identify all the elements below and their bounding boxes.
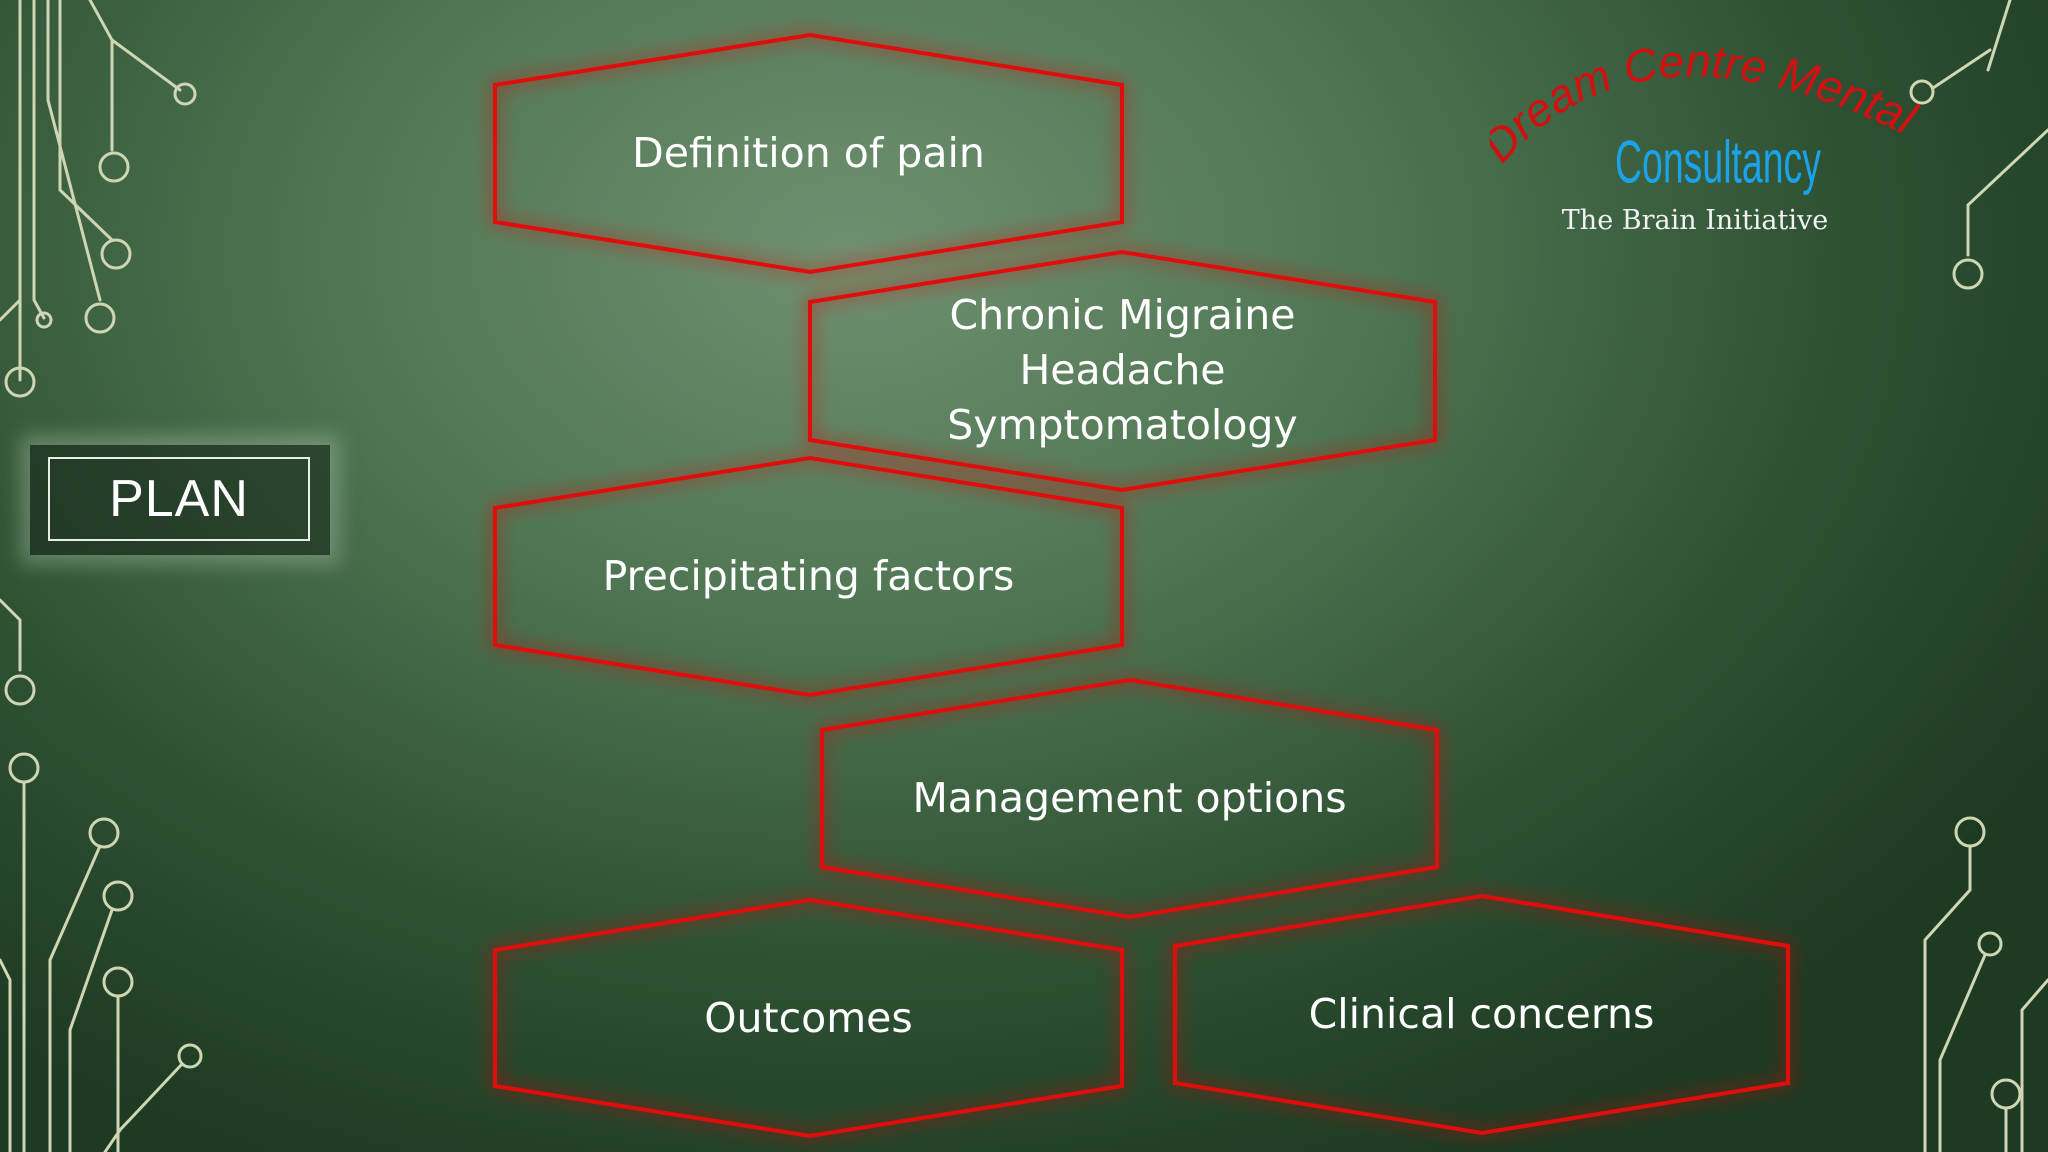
hexagon-management-shape	[820, 677, 1439, 920]
hexagon-management-label: Management options	[912, 774, 1347, 822]
logo-tagline: The Brain Initiative	[1561, 205, 1829, 236]
hexagon-outcomes-label: Outcomes	[704, 993, 913, 1042]
hexagon-outcomes-shape	[493, 897, 1124, 1139]
hexagon-precipitating-label: Precipitating factors	[602, 552, 1015, 600]
hexagon-shapes	[493, 32, 1790, 1139]
logo-line2: Consultancy	[1615, 129, 1821, 196]
plan-title-box: PLAN	[48, 457, 310, 541]
hexagon-clinical-concerns-label: Clinical concerns	[1308, 990, 1655, 1038]
plan-title: PLAN	[109, 470, 249, 528]
hexagon-chronic-migraine-label: Chronic Migraine Headache Symptomatology	[947, 290, 1298, 449]
hexagon-chronic-migraine-shape	[808, 249, 1437, 493]
hexagon-definition-shape	[493, 32, 1124, 275]
logo: Dream Centre Mental Health Consultancy T…	[1472, 0, 1930, 245]
hexagon-precipitating-shape	[493, 455, 1124, 698]
hexagon-clinical-concerns-shape	[1173, 893, 1790, 1136]
logo-graphic: Dream Centre Mental Health Consultancy	[1472, 0, 1926, 196]
hexagon-definition-label: Definition of pain	[632, 129, 985, 177]
plan-title-panel: PLAN	[30, 445, 330, 555]
